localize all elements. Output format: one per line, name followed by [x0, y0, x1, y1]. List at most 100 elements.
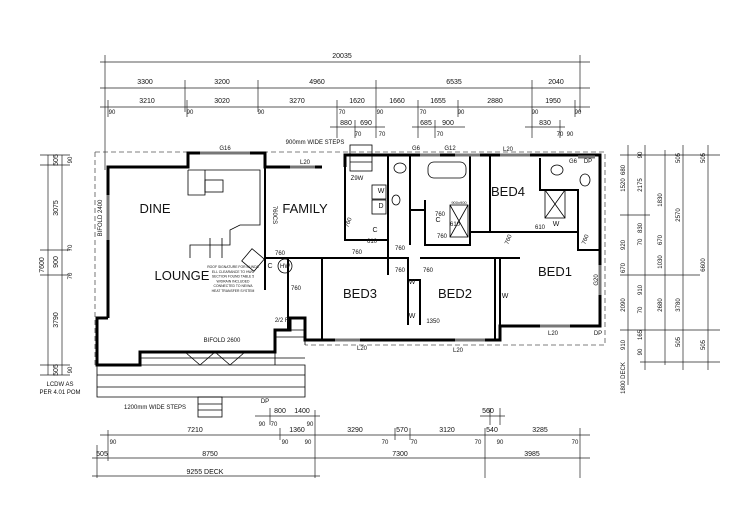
label-dims-bottom_row2-2: 3290 [347, 427, 363, 434]
label-dims-left_walls-0: 90 [68, 156, 74, 163]
label-dims-bottom_row3-3: 3985 [524, 451, 540, 458]
label-dims-top_row3-2: 3270 [289, 98, 305, 105]
label-dims-bottom_walls-9: 70 [271, 422, 278, 428]
label-dims-bottom_row2-5: 540 [486, 427, 498, 434]
room-label-bed2: BED2 [438, 286, 472, 301]
label-dims-right_col3-0: 1830 [658, 193, 664, 207]
label-openings-bifold_lounge: BIFOLD 2600 [204, 338, 241, 344]
label-notes-hws-5: HEAT TRANSFER SYSTEM [212, 289, 255, 293]
label-dims-top_row3-6: 2880 [487, 98, 503, 105]
label-openings-l20_bed3: L20 [357, 346, 368, 352]
label-fixtures-w5: W [553, 221, 560, 228]
label-dims-right_col5-1: 6600 [701, 258, 707, 272]
label-notes-hws-1: ELL CLEARANCE TO HWU [212, 270, 255, 274]
label-openings-doors-10: 760 [423, 268, 434, 274]
label-fixtures-c1: C [372, 227, 377, 234]
label-dims-right_col2-5: 70 [638, 306, 644, 313]
label-openings-doors-4: 760 [395, 246, 406, 252]
windows [106, 151, 602, 342]
label-dims-top_walls-2: 90 [258, 110, 265, 116]
label-dims-right_col1-6: 1800 DECK [621, 362, 627, 394]
label-openings-doors-9: 760 [395, 268, 406, 274]
label-openings-doors-6: 760 [437, 234, 448, 240]
label-fixtures-w1: W [378, 188, 385, 195]
label-notes-hws-4: CONNECTED TO NE/WA [214, 284, 254, 288]
label-dims-bottom_walls-8: 90 [259, 422, 266, 428]
label-dims-left_segments-2: 900 [53, 256, 60, 268]
label-openings-l20_family: L20 [300, 160, 311, 166]
label-dims-top_row3-4: 1660 [389, 98, 405, 105]
label-dims-top_walls-6: 90 [458, 110, 465, 116]
label-dims-top_walls-12: 90 [567, 132, 574, 138]
label-openings-l20_bed2: L20 [453, 348, 464, 354]
label-dims-left_segments-1: 3075 [53, 200, 60, 216]
label-dims-top_walls-7: 90 [532, 110, 539, 116]
label-dims-top_row3-0: 3210 [139, 98, 155, 105]
label-openings-doors-5: 760 [435, 212, 446, 218]
label-dims-right_col1-4: 2090 [621, 298, 627, 312]
label-dims-bottom_walls-7: 70 [572, 440, 579, 446]
label-dims-top_walls-1: 90 [187, 110, 194, 116]
label-dims-right_col4-2: 3780 [676, 298, 682, 312]
wet-areas [241, 161, 591, 274]
label-dims-bottom_walls-2: 90 [305, 440, 312, 446]
label-fixtures-shower: 900x900 [451, 200, 467, 205]
label-dims-right_col3-2: 1030 [658, 255, 664, 269]
label-dims-right_col2-4: 910 [638, 284, 644, 295]
label-openings-dp_bed1: DP [594, 331, 602, 337]
label-openings-doors-12: 610 [450, 222, 461, 228]
label-openings-g6_ens: G6 [569, 159, 578, 165]
label-dims-right_col1-3: 670 [621, 262, 627, 273]
label-dims-bottom_row3-0: 505 [96, 451, 108, 458]
label-dims-right_col5-2: 505 [701, 339, 707, 350]
label-openings-doors-13: 610 [535, 225, 546, 231]
label-dims-top_row3-3: 1620 [349, 98, 365, 105]
label-dims-bottom_row1-1: 1400 [294, 408, 310, 415]
label-dims-top_walls-13: 70 [557, 132, 564, 138]
label-dims-top_row2-0: 3300 [137, 79, 153, 86]
label-openings-g12: G12 [444, 146, 456, 152]
label-dims-bottom_row2-1: 1360 [289, 427, 305, 434]
label-openings-door_212: 2/2 R [275, 318, 290, 324]
label-dims-left_walls-1: 70 [68, 244, 74, 251]
label-dims-top_walls-9: 70 [355, 132, 362, 138]
label-openings-g6_bath: G6 [412, 146, 421, 152]
label-fixtures-c3: C [267, 263, 272, 270]
label-dims-bottom_walls-0: 90 [110, 440, 117, 446]
label-dims-right_col1-0: 680 [621, 164, 627, 175]
label-notes-steps_bottom: 1200mm WIDE STEPS [124, 405, 186, 411]
label-notes-hws-3: W/DRAIN INCLUDED [217, 279, 251, 283]
label-dims-top_row4-2: 685 [420, 120, 432, 127]
label-dims-top_walls-3: 70 [339, 110, 346, 116]
label-openings-doors-7: 760 [505, 233, 514, 245]
label-openings-doors-11: 610 [367, 239, 378, 245]
label-dims-top_overall: 20035 [332, 53, 352, 60]
label-dims-top_row3-1: 3020 [214, 98, 230, 105]
label-dims-bottom_row1-2: 560 [482, 408, 494, 415]
label-dims-bottom_deck: 9255 DECK [187, 469, 224, 476]
label-dims-bottom_walls-4: 70 [411, 440, 418, 446]
label-dims-bottom_row3-2: 7300 [392, 451, 408, 458]
label-dims-top_row2-4: 2040 [548, 79, 564, 86]
label-openings-cs_760: 760CS [271, 206, 277, 224]
eave-line [94, 151, 606, 365]
label-dims-top_walls-8: 90 [575, 110, 582, 116]
label-dims-bottom_row2-3: 570 [396, 427, 408, 434]
label-dims-top_row3-7: 1950 [545, 98, 561, 105]
label-openings-doors-0: 760 [275, 251, 286, 257]
label-dims-right_col2-1: 2175 [638, 178, 644, 192]
label-fixtures-w4: W [502, 293, 509, 300]
label-dims-right_col4-1: 2570 [676, 208, 682, 222]
label-openings-doors-3: 760 [291, 286, 302, 292]
label-fixtures-hw: HW [280, 264, 290, 270]
internal-walls [264, 155, 600, 340]
label-dims-bottom_walls-3: 70 [382, 440, 389, 446]
room-label-family: FAMILY [282, 201, 328, 216]
label-dims-top_walls-11: 70 [437, 132, 444, 138]
label-dims-top_row3-5: 1655 [430, 98, 446, 105]
label-dims-right_col1-5: 910 [621, 339, 627, 350]
label-openings-doors-8: 760 [582, 233, 591, 245]
label-dims-left_segments-3: 3790 [53, 312, 60, 328]
label-dims-left_segments-0: 505 [53, 154, 60, 166]
